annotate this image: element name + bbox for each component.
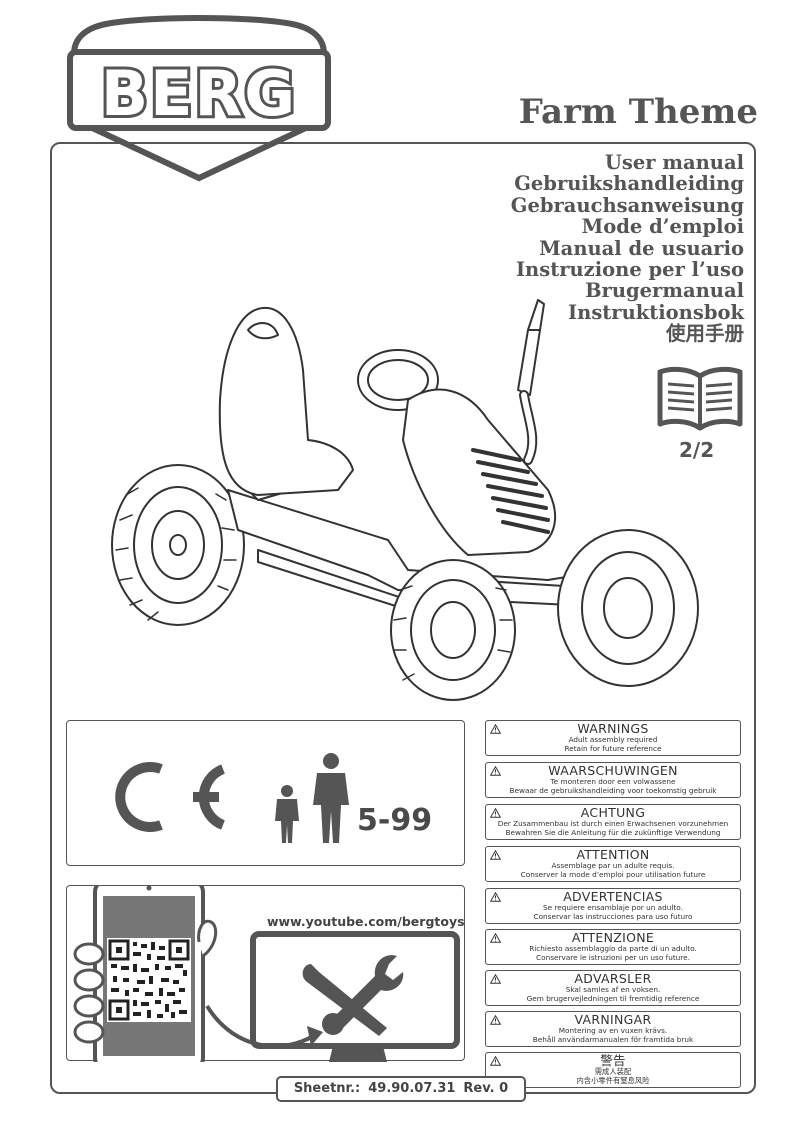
warning-line: Se requiere ensamblaje por un adulto. <box>543 903 683 912</box>
warning-title: ADVERTENCIAS <box>563 889 663 904</box>
warning-box-it: ATTENZIONE Richiesto assemblaggio da par… <box>485 929 741 965</box>
front-left-wheel <box>390 559 516 701</box>
warning-box-sv: VARNINGAR Montering av en vuxen krävs. B… <box>485 1011 741 1047</box>
warning-line: Skal samles af en voksen. <box>565 985 661 994</box>
rear-wheel <box>111 464 245 626</box>
berg-logo: BERG <box>67 15 331 182</box>
ce-mark-icon <box>115 762 226 832</box>
warning-line: Der Zusammenbau ist durch einen Erwachse… <box>497 819 729 828</box>
revision: Rev. 0 <box>463 1081 509 1096</box>
warning-line: Behåll användarmanualen för framtida bru… <box>532 1035 694 1044</box>
warning-title: VARNINGAR <box>574 1012 652 1027</box>
warning-title: ACHTUNG <box>580 805 646 820</box>
warning-triangle-icon <box>490 724 501 734</box>
manual-title-es: Manual de usuario <box>539 236 744 260</box>
video-instructions-panel: www.youtube.com/bergtoys <box>66 885 465 1062</box>
warning-line: Conserver la mode d’emploi pour utilisat… <box>520 870 706 879</box>
warning-triangle-icon <box>490 808 501 818</box>
warning-triangle-icon <box>490 933 501 943</box>
warning-line: 内含小零件有窒息风险 <box>576 1076 650 1085</box>
qr-code-icon <box>107 938 191 1022</box>
manual-title-sv: Instruktionsbok <box>568 300 744 324</box>
warning-box-nl: WAARSCHUWINGEN Te monteren door een volw… <box>485 762 741 798</box>
warning-triangle-icon <box>490 1015 501 1025</box>
manual-title-da: Brugermanual <box>585 279 744 303</box>
manual-title-nl: Gebruikshandleiding <box>514 172 744 196</box>
warning-title: 警告 <box>600 1053 626 1068</box>
warning-title: WARNINGS <box>577 721 649 736</box>
manual-title-it: Instruzione per l’uso <box>515 258 744 282</box>
warning-line: Bewahren Sie die Anleitung für die zukün… <box>505 828 721 837</box>
age-range: 5-99 <box>357 803 433 838</box>
warning-box-es: ADVERTENCIAS Se requiere ensamblaje por … <box>485 888 741 924</box>
warning-box-zh: 警告 需成人装配 内含小零件有窒息风险 <box>485 1052 741 1088</box>
child-adult-icon <box>275 753 349 843</box>
phone-monitor-illustration <box>73 886 460 1062</box>
farm-gokart-illustration <box>111 299 699 701</box>
warning-title: ADVARSLER <box>574 971 652 986</box>
warning-triangle-icon <box>490 1056 501 1066</box>
warning-triangle-icon <box>490 892 501 902</box>
warning-line: Te monteren door een volwassene <box>550 777 676 786</box>
warning-box-fr: ATTENTION Assemblage par un adulte requi… <box>485 846 741 882</box>
manual-title-en: User manual <box>604 151 744 174</box>
tools-icon <box>302 955 404 1036</box>
warning-box-da: ADVARSLER Skal samles af en voksen. Gem … <box>485 970 741 1006</box>
warning-triangle-icon <box>490 850 501 860</box>
front-right-wheel <box>557 529 699 687</box>
warning-box-en: WARNINGS Adult assembly required Retain … <box>485 720 741 756</box>
warning-line: Adult assembly required <box>568 735 658 744</box>
warning-box-de: ACHTUNG Der Zusammenbau ist durch einen … <box>485 804 741 840</box>
warning-line: Conservare le istruzioni per un uso futu… <box>536 953 690 962</box>
warning-line: Richiesto assemblaggio da parte di un ad… <box>529 944 697 953</box>
manual-title-zh: 使用手册 <box>665 322 744 346</box>
warning-triangle-icon <box>490 974 501 984</box>
warning-triangle-icon <box>490 766 501 776</box>
warning-line: Gem brugervejledningen til fremtidig ref… <box>526 994 700 1003</box>
book-icon <box>657 366 743 431</box>
warning-title: WAARSCHUWINGEN <box>548 763 678 778</box>
manual-title-fr: Mode d’emploi <box>581 215 744 239</box>
manual-title-list: User manual Gebruikshandleiding Gebrauch… <box>511 152 744 345</box>
warning-line: Conservar las instrucciones para uso fut… <box>533 912 693 921</box>
sheet-number-label: Sheetnr.: 49.90.07.31 Rev. 0 <box>276 1076 526 1102</box>
part-number: 2/2 <box>679 438 715 462</box>
youtube-url[interactable]: www.youtube.com/bergtoys <box>267 914 465 929</box>
warning-line: 需成人装配 <box>594 1067 632 1076</box>
warning-title: ATTENZIONE <box>571 930 655 945</box>
warning-line: Bewaar de gebruikshandleiding voor toeko… <box>509 786 717 795</box>
product-title: Farm Theme <box>518 92 758 132</box>
ce-age-panel: 5-99 <box>66 720 465 866</box>
sheet-number: 49.90.07.31 <box>368 1081 456 1096</box>
sheet-label: Sheetnr.: <box>293 1081 361 1096</box>
warning-line: Retain for future reference <box>564 744 662 753</box>
berg-logo-text: BERG <box>101 57 297 130</box>
manual-title-de: Gebrauchsanweisung <box>510 193 744 217</box>
warning-line: Assemblage par un adulte requis. <box>551 861 675 870</box>
warning-title: ATTENTION <box>576 847 650 862</box>
warning-line: Montering av en vuxen krävs. <box>558 1026 668 1035</box>
